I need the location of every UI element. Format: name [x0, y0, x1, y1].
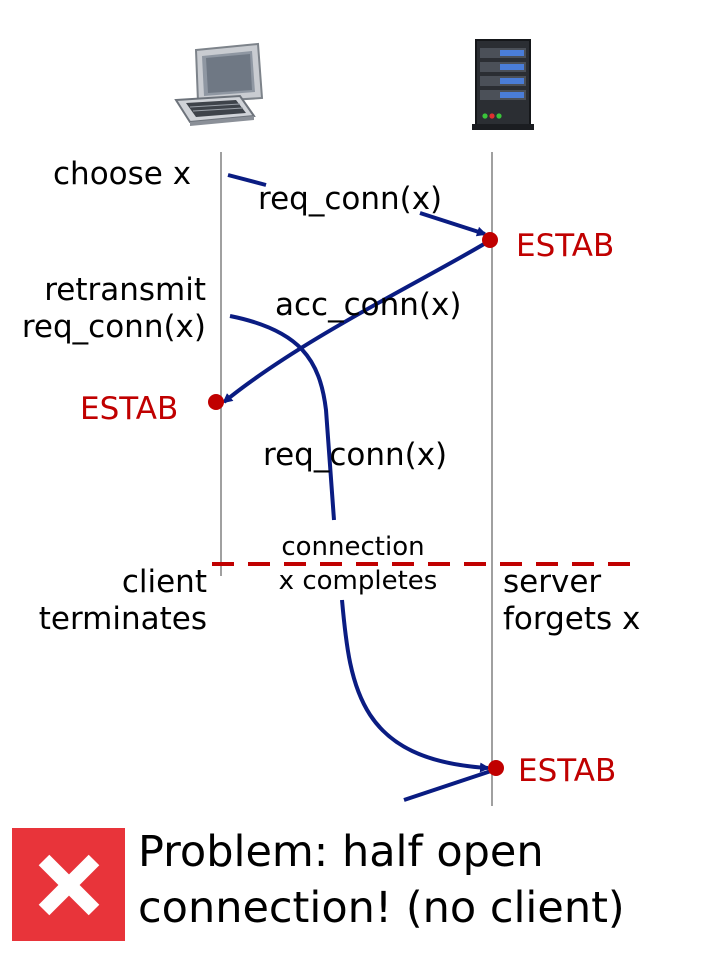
server-tower-icon	[472, 39, 534, 130]
req-conn-arrow-1b	[419, 211, 487, 237]
connection-completes-line1: connection	[281, 532, 424, 562]
stray-arrow-line	[403, 768, 495, 802]
retransmit-label-line1: retransmit	[44, 272, 206, 308]
retransmit-req-conn-arrow-continued	[340, 599, 490, 773]
laptop-computer-icon	[174, 42, 264, 126]
acc-conn-arrow	[222, 242, 486, 404]
x-cross-icon	[38, 854, 99, 915]
server-forgets-line1: server	[503, 564, 601, 600]
req-conn-label-1: req_conn(x)	[258, 181, 442, 217]
problem-line-2: connection! (no client)	[138, 883, 625, 933]
retransmit-label-line2: req_conn(x)	[22, 309, 206, 345]
client-terminates-line1: client	[122, 564, 207, 600]
choose-x-label: choose x	[53, 156, 191, 192]
req-conn-arrow-1	[227, 173, 267, 187]
estab-label-server-1: ESTAB	[516, 228, 614, 264]
estab-label-client: ESTAB	[80, 391, 178, 427]
acc-conn-label: acc_conn(x)	[275, 287, 461, 323]
estab-label-server-2: ESTAB	[518, 753, 616, 789]
problem-x-box	[12, 828, 125, 941]
retransmit-req-conn-arrow	[229, 314, 336, 521]
server-forgets-line2: forgets x	[503, 601, 640, 637]
server-estab-dot-2	[488, 760, 504, 776]
connection-completes-line2: x completes	[279, 566, 438, 596]
client-estab-dot	[208, 394, 224, 410]
problem-statement: Problem: half open connection! (no clien…	[138, 824, 718, 936]
problem-line-1: Problem: half open	[138, 827, 544, 877]
server-estab-dot-1	[482, 232, 498, 248]
req-conn-label-2: req_conn(x)	[263, 437, 447, 473]
client-terminates-line2: terminates	[39, 601, 207, 637]
